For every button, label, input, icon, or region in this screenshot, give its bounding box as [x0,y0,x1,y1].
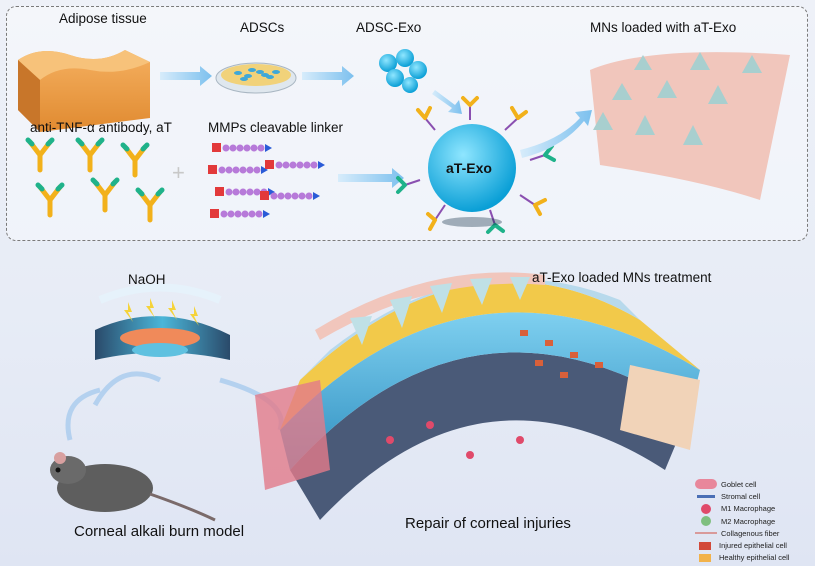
at-exo-sphere [396,96,556,234]
legend-item: Stromal cell [695,490,813,502]
adipose-tissue-block [18,50,150,132]
legend-label: Healthy epithelial cell [719,553,790,563]
label-naoh: NaOH [128,272,166,287]
legend-item: M1 Macrophage [695,503,813,515]
connector-arc [65,371,162,441]
arrow-1 [160,66,212,86]
cornea-cross-section [255,278,700,520]
legend-item: Injured epithelial cell [695,539,813,551]
legend: Goblet cell Stromal cell M1 Macrophage M… [695,478,813,564]
label-treatment: aT-Exo loaded MNs treatment [532,270,712,285]
antibodies [25,137,165,223]
label-adsc-exo: ADSC-Exo [356,20,422,35]
legend-item: M2 Macrophage [695,515,813,527]
arrow-2 [302,66,354,86]
microneedle-patch [590,52,790,201]
legend-swatch [699,553,711,562]
legend-label: M2 Macrophage [721,516,776,526]
legend-label: M1 Macrophage [721,504,776,514]
eye-diagram [95,283,230,360]
label-at-exo: aT-Exo [446,160,492,176]
legend-label: Stromal cell [721,491,761,501]
cleavable-linkers [208,143,325,218]
plus-sign: + [172,160,185,185]
arrow-to-exo [338,168,404,188]
label-repair: Repair of corneal injuries [405,515,571,532]
legend-item: Goblet cell [695,478,813,490]
exosome-cluster [379,49,427,93]
legend-swatch [695,494,717,498]
label-antibody: anti-TNF-α antibody, aT [30,120,172,135]
legend-label: Collagenous fiber [721,528,780,538]
legend-item: Collagenous fiber [695,527,813,539]
legend-label: Goblet cell [721,479,757,489]
petri-dish [215,62,297,94]
legend-swatch [695,479,717,490]
label-linker: MMPs cleavable linker [208,120,344,135]
legend-label: Injured epithelial cell [719,541,787,551]
legend-swatch [701,516,711,527]
legend-swatch [699,541,711,550]
arrow-to-mn [520,110,592,158]
legend-swatch [701,503,711,514]
mouse-illustration [50,452,216,522]
legend-swatch [695,532,717,535]
label-adscs: ADSCs [240,20,285,35]
label-adipose-tissue: Adipose tissue [59,11,147,26]
label-mns-loaded: MNs loaded with aT-Exo [590,20,737,35]
label-burn-model: Corneal alkali burn model [74,523,245,540]
arrow-down [432,90,462,114]
treatment-patch [315,272,545,345]
legend-item: Healthy epithelial cell [695,552,813,564]
